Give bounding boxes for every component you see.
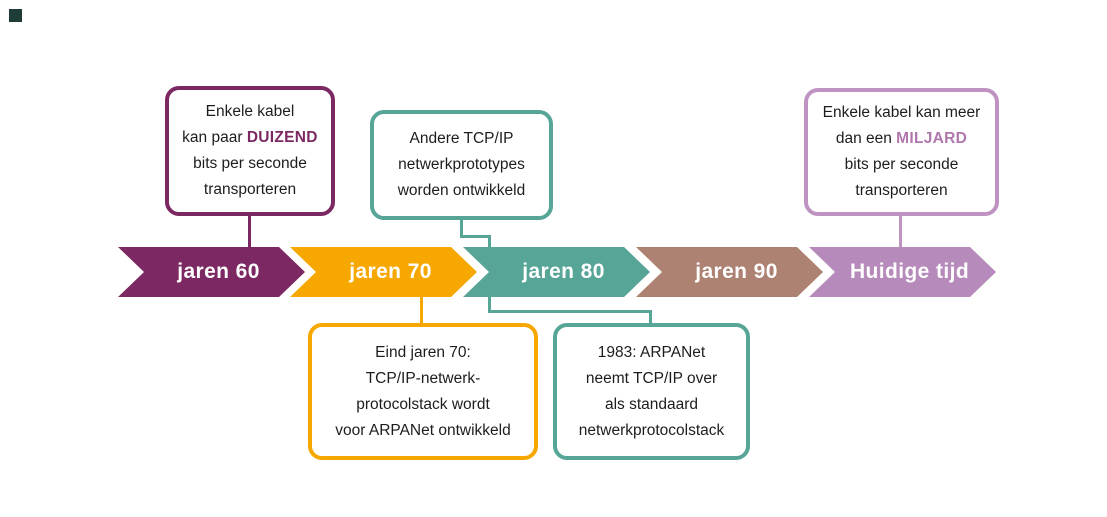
callout-line: Enkele kabel kan meer	[822, 104, 981, 121]
callout-line: Eind jaren 70:	[375, 343, 471, 361]
timeline-segment-huidige-tijd: Huidige tijd	[809, 247, 996, 297]
connector-adoption-riser	[488, 296, 491, 313]
callout-line: TCP/IP-netwerk-	[365, 369, 481, 387]
connector-arpanet-dev	[420, 296, 423, 324]
segment-label: Huidige tijd	[849, 260, 970, 283]
connector-prototypes-horizontal	[460, 235, 491, 238]
segment-label: jaren 80	[522, 260, 605, 283]
callout-line: transporteren	[203, 181, 297, 198]
connector-adoption-horizontal	[488, 310, 652, 313]
callout-line: Andere TCP/IP	[409, 130, 514, 147]
highlight-duizend: DUIZEND	[246, 129, 318, 146]
callout-line: netwerkprotocolstack	[578, 421, 725, 439]
callout-line: protocolstack wordt	[356, 395, 490, 413]
callout-line: bits per seconde	[844, 156, 959, 173]
callout-text: kan paar	[182, 129, 247, 146]
connector-thousand	[248, 214, 251, 248]
segment-label: jaren 60	[177, 260, 260, 283]
callout-line: dan een MILJARD	[812, 126, 991, 152]
timeline-segment-jaren-70: jaren 70	[290, 247, 477, 297]
callout-line: als standaard	[604, 395, 699, 413]
connector-adoption-drop	[649, 310, 652, 324]
connector-billion	[899, 214, 902, 248]
connector-prototypes-drop	[488, 235, 491, 249]
segment-label: jaren 90	[695, 260, 778, 283]
callout-line: voor ARPANet ontwikkeld	[335, 421, 511, 439]
callout-line: transporteren	[855, 182, 948, 199]
callout-line: kan paar DUIZEND	[173, 125, 327, 151]
callout-billion-bits: Enkele kabel kan meer dan een MILJARD bi…	[804, 88, 999, 216]
callout-line: 1983: ARPANet	[597, 343, 706, 361]
callout-thousand-bits: Enkele kabel kan paar DUIZEND bits per s…	[165, 86, 335, 216]
corner-mark	[9, 9, 22, 22]
timeline-segment-jaren-80: jaren 80	[463, 247, 650, 297]
timeline-segment-jaren-90: jaren 90	[636, 247, 823, 297]
segment-label: jaren 70	[349, 260, 432, 283]
callout-tcpip-prototypes: Andere TCP/IP netwerkprototypes worden o…	[370, 110, 553, 220]
highlight-miljard: MILJARD	[896, 130, 968, 147]
callout-text: dan een	[835, 130, 897, 147]
callout-line: Enkele kabel	[205, 103, 295, 120]
callout-line: neemt TCP/IP over	[585, 369, 718, 387]
callout-line: worden ontwikkeld	[397, 182, 526, 199]
connector-prototypes-vertical	[460, 218, 463, 238]
callout-line: bits per seconde	[193, 155, 307, 172]
timeline-segment-jaren-60: jaren 60	[118, 247, 305, 297]
callout-arpanet-development: Eind jaren 70: TCP/IP-netwerk- protocols…	[308, 323, 538, 460]
callout-line: netwerkprototypes	[398, 156, 525, 173]
callout-arpanet-adoption: 1983: ARPANet neemt TCP/IP over als stan…	[553, 323, 750, 460]
